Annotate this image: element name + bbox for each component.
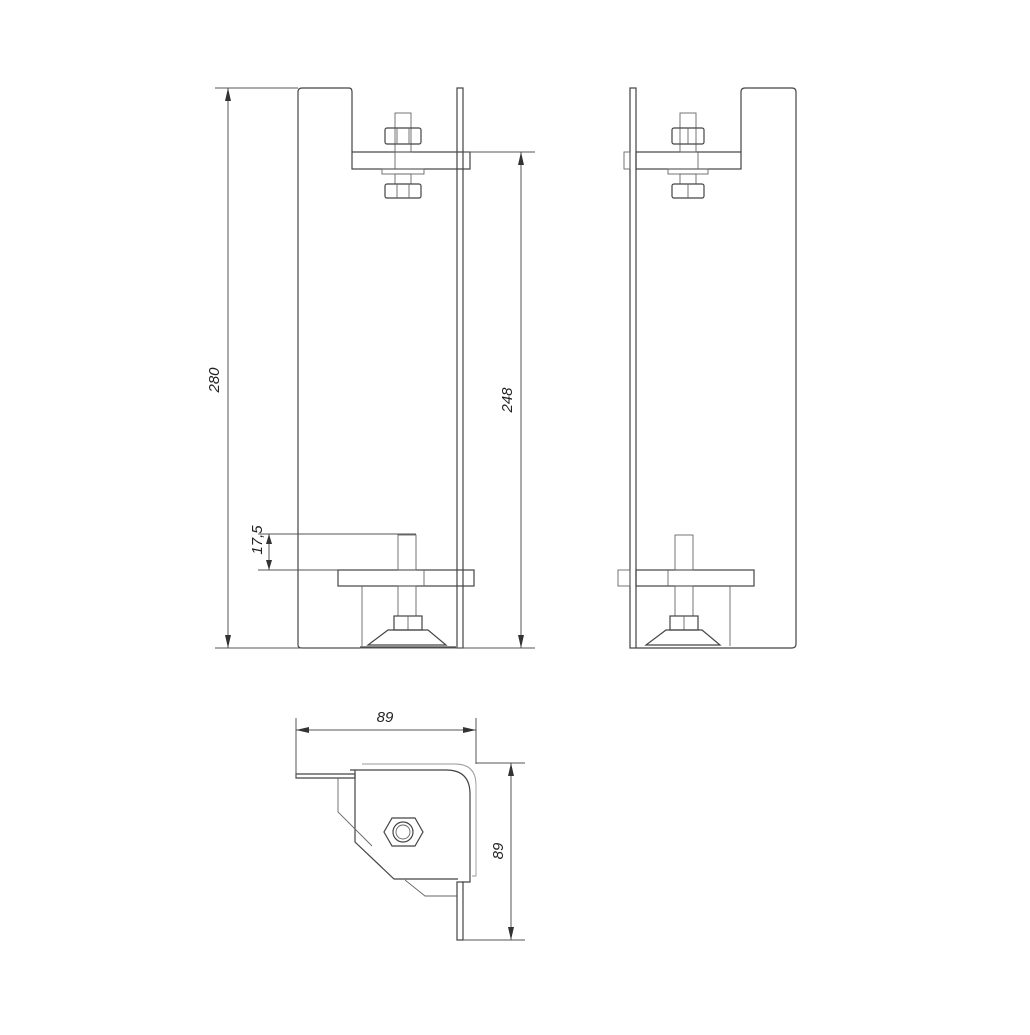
dim-overall-height: 280: [206, 367, 223, 394]
dim-top-depth: 89: [490, 842, 507, 859]
dim-bolt-protrusion: 17,5: [249, 525, 266, 555]
top-view: [295, 718, 525, 941]
front-view: [215, 87, 535, 649]
dim-inner-height: 248: [499, 387, 516, 414]
side-view: [617, 87, 797, 649]
dim-top-width: 89: [377, 709, 394, 726]
